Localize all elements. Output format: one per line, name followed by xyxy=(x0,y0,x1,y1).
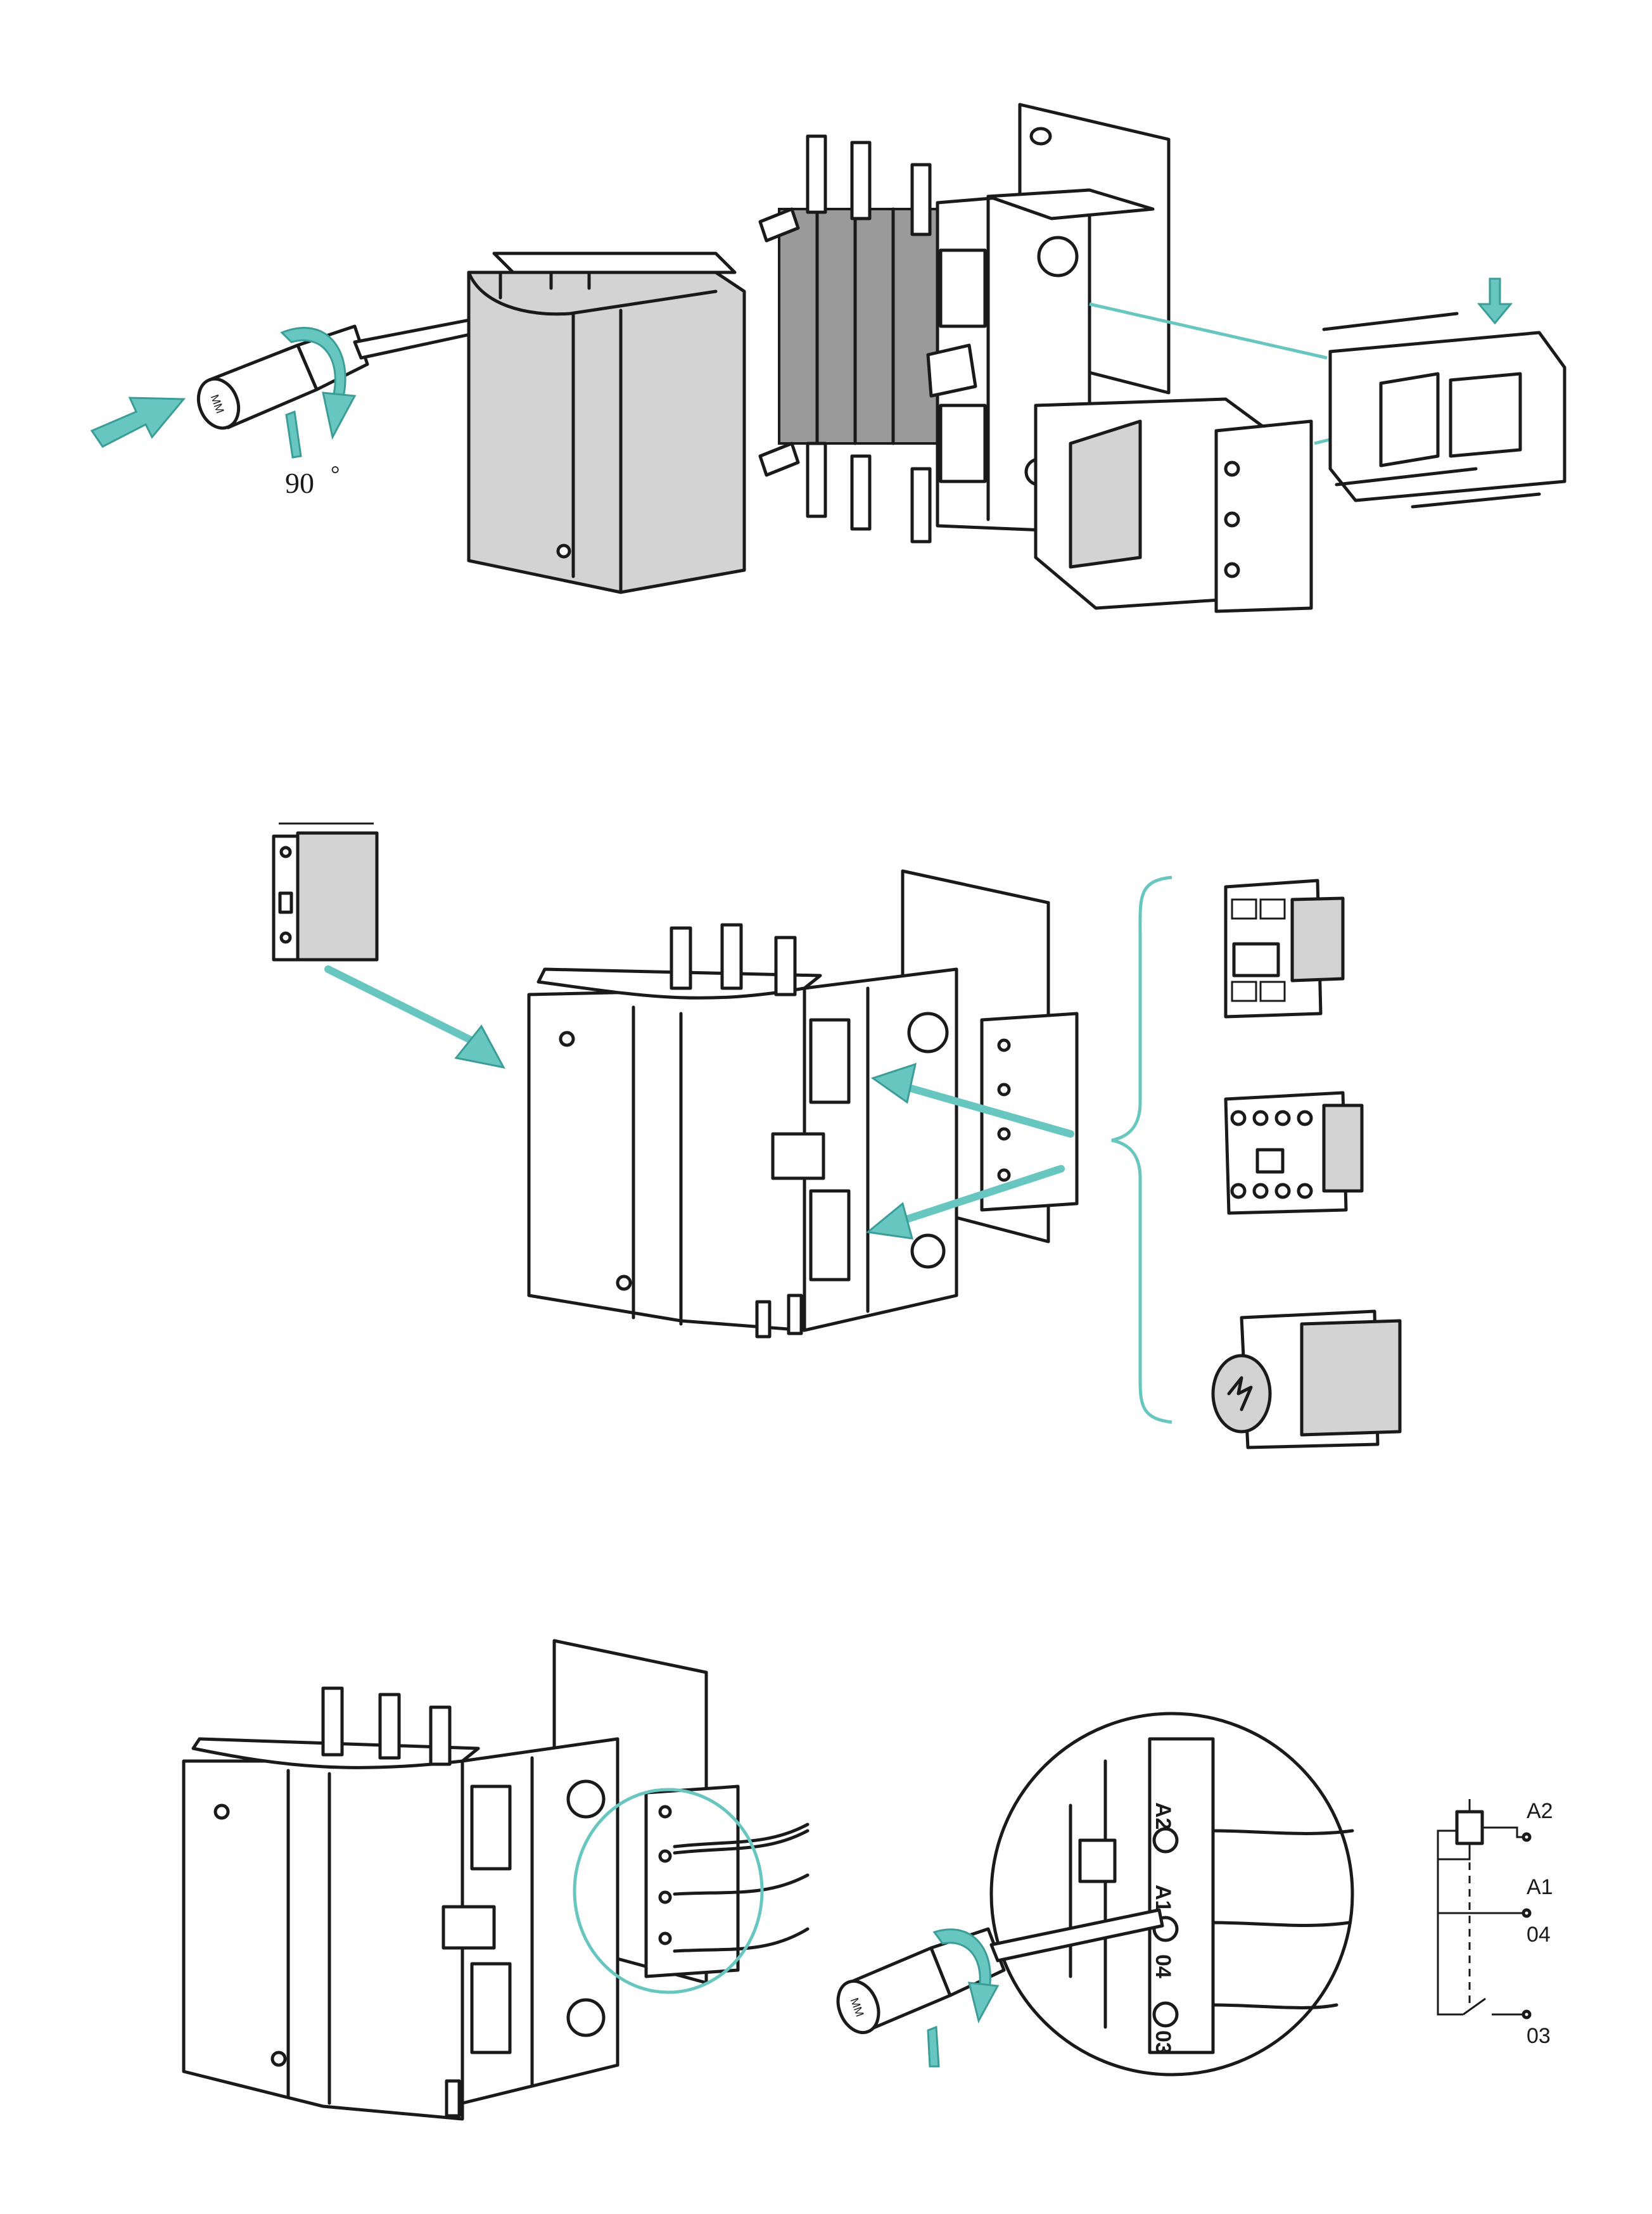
terminal-detail-magnifier: A2 A1 04 03 xyxy=(989,1712,1354,2077)
schematic-label-03: 03 xyxy=(1527,2024,1551,2048)
push-arrow xyxy=(90,397,186,448)
terminal-label-a2: A2 xyxy=(1151,1802,1175,1829)
aux-block-option-3 xyxy=(1211,1309,1402,1449)
push-arrow-head xyxy=(865,1202,914,1240)
schematic-label-04: 04 xyxy=(1527,1923,1551,1947)
aux-block-option-1 xyxy=(1224,879,1345,1019)
panel-2-aux-contacts xyxy=(272,822,1402,1449)
pole-contacts xyxy=(758,134,939,544)
wire xyxy=(673,1823,810,1848)
rotation-arrow-icon xyxy=(280,327,357,459)
wire xyxy=(673,1829,810,1855)
terminal-label-04: 04 xyxy=(1151,1954,1175,1978)
panel-1-disassembly: MM 90 ° xyxy=(90,103,1566,613)
insert-arrow xyxy=(324,965,492,1052)
down-arrow-icon xyxy=(1477,277,1513,325)
coil-block xyxy=(1034,397,1313,613)
detail-highlight xyxy=(573,1788,764,1994)
wire xyxy=(673,1873,810,1896)
contactor-front xyxy=(527,869,1079,1339)
aux-module-small xyxy=(272,822,379,962)
push-arrow xyxy=(883,1165,1065,1230)
screwdriver-2: MM xyxy=(836,1908,1164,2035)
schematic-label-a1: A1 xyxy=(1527,1875,1553,1899)
coil-schematic: A2 A1 04 03 xyxy=(1437,1799,1553,2048)
guide-line xyxy=(1089,302,1328,360)
rotation-angle-value: 90 xyxy=(285,467,314,499)
aux-block-option-2 xyxy=(1224,1091,1364,1215)
terminal-label-a1: A1 xyxy=(1151,1885,1175,1912)
push-arrow-head xyxy=(870,1062,917,1104)
contactor-wired xyxy=(182,1639,740,2121)
push-arrow xyxy=(889,1079,1074,1138)
arc-chute-block xyxy=(467,251,746,594)
panel-3-wiring: A2 A1 04 03 MM xyxy=(182,1639,1553,2121)
rotation-angle-unit: ° xyxy=(331,461,340,487)
terminal-label-03: 03 xyxy=(1151,2030,1175,2054)
insert-arrow-head xyxy=(454,1024,505,1069)
schematic-label-a2: A2 xyxy=(1527,1799,1553,1823)
interlock-clip xyxy=(1322,312,1566,509)
rotation-arrow-icon xyxy=(927,1928,1000,2068)
selection-brace xyxy=(1111,875,1172,1424)
